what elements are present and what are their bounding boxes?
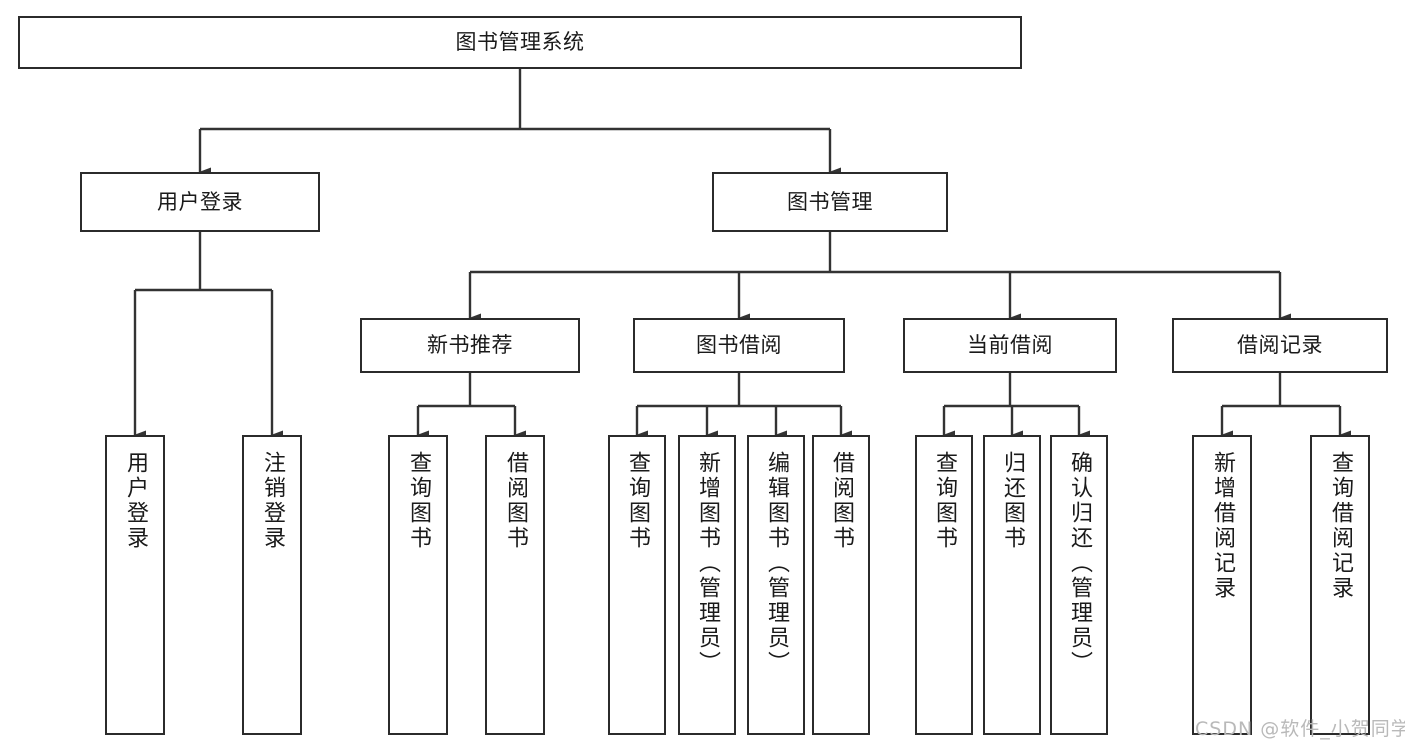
leaf-query-borrow-record-label: 查询借阅记录 (1328, 451, 1353, 601)
leaf-add-borrow-record-label: 新增借阅记录 (1210, 451, 1235, 601)
leaf-confirm-return[interactable]: 确认归还（管理员） (1050, 435, 1108, 735)
node-current-borrow-label: 当前借阅 (967, 333, 1053, 358)
leaf-edit-book-label: 编辑图书（管理员） (764, 451, 789, 676)
leaf-borrow-book-b[interactable]: 借阅图书 (812, 435, 870, 735)
node-book-management[interactable]: 图书管理 (712, 172, 948, 232)
node-book-management-label: 图书管理 (787, 189, 873, 214)
node-user-login-label: 用户登录 (157, 189, 243, 214)
leaf-user-login[interactable]: 用户登录 (105, 435, 165, 735)
leaf-query-book-c-label: 查询图书 (932, 451, 957, 551)
node-current-borrow[interactable]: 当前借阅 (903, 318, 1117, 373)
leaf-add-book-label: 新增图书（管理员） (695, 451, 720, 676)
leaf-query-book-b-label: 查询图书 (625, 451, 650, 551)
leaf-query-book-a-label: 查询图书 (406, 451, 431, 551)
leaf-query-borrow-record[interactable]: 查询借阅记录 (1310, 435, 1370, 735)
node-book-borrow-label: 图书借阅 (696, 333, 782, 358)
node-user-login[interactable]: 用户登录 (80, 172, 320, 232)
leaf-borrow-book-a-label: 借阅图书 (503, 451, 528, 551)
node-new-book-recommend-label: 新书推荐 (427, 333, 513, 358)
leaf-add-borrow-record[interactable]: 新增借阅记录 (1192, 435, 1252, 735)
csdn-watermark: CSDN @软件_小贺同学 (1195, 718, 1405, 740)
node-new-book-recommend[interactable]: 新书推荐 (360, 318, 580, 373)
leaf-query-book-b[interactable]: 查询图书 (608, 435, 666, 735)
leaf-return-book[interactable]: 归还图书 (983, 435, 1041, 735)
leaf-logout-label: 注销登录 (260, 451, 285, 551)
leaf-confirm-return-label: 确认归还（管理员） (1067, 451, 1092, 676)
leaf-borrow-book-a[interactable]: 借阅图书 (485, 435, 545, 735)
node-borrow-record[interactable]: 借阅记录 (1172, 318, 1388, 373)
leaf-add-book[interactable]: 新增图书（管理员） (678, 435, 736, 735)
leaf-edit-book[interactable]: 编辑图书（管理员） (747, 435, 805, 735)
leaf-query-book-a[interactable]: 查询图书 (388, 435, 448, 735)
leaf-borrow-book-b-label: 借阅图书 (829, 451, 854, 551)
node-root-label: 图书管理系统 (455, 30, 585, 55)
node-root[interactable]: 图书管理系统 (18, 16, 1022, 69)
node-book-borrow[interactable]: 图书借阅 (633, 318, 845, 373)
leaf-logout[interactable]: 注销登录 (242, 435, 302, 735)
leaf-return-book-label: 归还图书 (1000, 451, 1025, 551)
leaf-user-login-label: 用户登录 (123, 451, 148, 551)
leaf-query-book-c[interactable]: 查询图书 (915, 435, 973, 735)
node-borrow-record-label: 借阅记录 (1237, 333, 1323, 358)
